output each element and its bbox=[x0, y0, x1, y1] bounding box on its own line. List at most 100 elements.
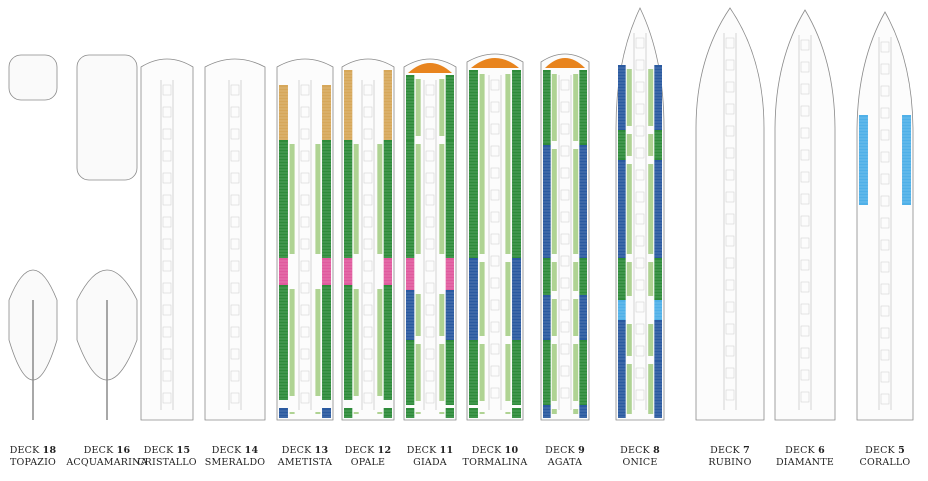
deck-name: AMETISTA bbox=[277, 457, 333, 468]
deck-number-value: 5 bbox=[898, 445, 905, 456]
deck-5-detail bbox=[880, 129, 890, 141]
deck-5-detail bbox=[880, 261, 890, 273]
deck-name: CORALLO bbox=[859, 457, 911, 468]
deck-11-detail bbox=[425, 172, 435, 184]
deck-10-detail bbox=[490, 145, 500, 157]
deck-6-detail bbox=[800, 215, 810, 227]
deck-11-detail bbox=[425, 238, 435, 250]
deck-15-detail bbox=[162, 216, 172, 228]
deck-8-cabin-block bbox=[618, 160, 626, 258]
deck-9-inner-cabins bbox=[551, 74, 557, 141]
deck-9-cabin-block bbox=[579, 405, 587, 418]
deck-prefix: DECK bbox=[281, 445, 315, 456]
deck-11-detail bbox=[425, 326, 435, 338]
deck-7-detail bbox=[725, 323, 735, 335]
deck-14-detail bbox=[230, 348, 240, 360]
deck-9-inner-cabins bbox=[551, 409, 557, 414]
deck-12-cabin-block bbox=[344, 408, 353, 418]
deck-prefix: DECK bbox=[344, 445, 378, 456]
deck-6-detail bbox=[800, 171, 810, 183]
deck-9-cabin-block bbox=[543, 258, 551, 295]
deck-prefix: DECK bbox=[9, 445, 43, 456]
deck-9-detail bbox=[560, 189, 570, 201]
deck-number: DECK 16 bbox=[57, 445, 157, 457]
deck-13-detail bbox=[300, 348, 310, 360]
deck-14-detail bbox=[230, 172, 240, 184]
deck-10-cabin-block bbox=[469, 408, 478, 418]
deck-name: ONICE bbox=[622, 457, 658, 468]
deck-10-inner-cabins bbox=[505, 74, 511, 254]
deck-13-cabin-block bbox=[279, 408, 288, 418]
deck-9-inner-cabins bbox=[573, 262, 579, 291]
deck-8-inner-cabins bbox=[626, 164, 632, 254]
deck-15-detail bbox=[162, 282, 172, 294]
deck-8-cabin-block bbox=[654, 300, 662, 320]
deck-11-detail bbox=[425, 370, 435, 382]
deck-5-detail bbox=[880, 327, 890, 339]
deck-7-detail bbox=[725, 279, 735, 291]
deck-11-detail bbox=[425, 282, 435, 294]
deck-11-cabin-block bbox=[406, 258, 415, 290]
deck-8-cabin-block bbox=[618, 65, 626, 130]
deck-5-detail bbox=[880, 151, 890, 163]
deck-6-detail bbox=[800, 39, 810, 51]
deck-6-detail bbox=[800, 347, 810, 359]
deck-7-detail bbox=[725, 389, 735, 401]
deck-9-cabin-block bbox=[579, 145, 587, 258]
deck-13-inner-cabins bbox=[315, 144, 321, 254]
deck-6-detail bbox=[800, 105, 810, 117]
deck-8-inner-cabins bbox=[626, 69, 632, 126]
deck-11-inner-cabins bbox=[415, 79, 421, 136]
deck-9-detail bbox=[560, 277, 570, 289]
deck-10-inner-cabins bbox=[479, 262, 485, 336]
deck-10-cabin-block bbox=[469, 258, 478, 340]
deck-9-cabin-block bbox=[543, 295, 551, 340]
deck-5-detail bbox=[880, 173, 890, 185]
deck-9-cabin-block bbox=[543, 340, 551, 405]
deck-5-detail bbox=[880, 239, 890, 251]
deck-9-inner-cabins bbox=[573, 344, 579, 401]
deck-9-cabin-block bbox=[579, 340, 587, 405]
deck-11-detail bbox=[425, 304, 435, 316]
deck-12-detail bbox=[363, 304, 373, 316]
deck-12-detail bbox=[363, 392, 373, 404]
deck-11-cabin-block bbox=[406, 290, 415, 340]
deck-number-value: 9 bbox=[578, 445, 585, 456]
deck-15-detail bbox=[162, 106, 172, 118]
deck-12-cabin-block bbox=[383, 258, 392, 285]
deck-12-inner-cabins bbox=[353, 289, 359, 396]
deck-5-detail bbox=[880, 41, 890, 53]
deck-15-detail bbox=[162, 348, 172, 360]
deck-9-detail bbox=[560, 79, 570, 91]
deck-6-detail bbox=[800, 369, 810, 381]
deck-10-inner-cabins bbox=[505, 412, 511, 414]
deck-11-detail bbox=[425, 106, 435, 118]
deck-8-detail bbox=[635, 279, 645, 291]
deck-name: CRISTALLO bbox=[137, 457, 197, 468]
deck-16-forward-section bbox=[76, 54, 138, 181]
deck-11-detail bbox=[425, 392, 435, 404]
deck-8-inner-cabins bbox=[648, 324, 654, 356]
deck-11-cabin-block bbox=[406, 140, 415, 258]
deck-6-detail bbox=[800, 259, 810, 271]
deck-14-detail bbox=[230, 304, 240, 316]
deck-11-inner-cabins bbox=[439, 412, 445, 414]
deck-12-detail bbox=[363, 282, 373, 294]
deck-10-detail bbox=[490, 189, 500, 201]
deck-13-detail bbox=[300, 84, 310, 96]
deck-number-value: 16 bbox=[116, 445, 131, 456]
deck-7-detail bbox=[725, 213, 735, 225]
deck-13-detail bbox=[300, 260, 310, 272]
deck-12-cabin-block bbox=[383, 70, 392, 140]
deck-13-detail bbox=[300, 194, 310, 206]
deck-11-detail bbox=[425, 260, 435, 272]
deck-9-detail bbox=[560, 299, 570, 311]
deck-number: DECK 14 bbox=[185, 445, 285, 457]
deck-10-cabin-block bbox=[469, 340, 478, 405]
deck-15-detail bbox=[162, 172, 172, 184]
deck-13-cabin-block bbox=[279, 140, 288, 258]
deck-11-inner-cabins bbox=[415, 412, 421, 414]
